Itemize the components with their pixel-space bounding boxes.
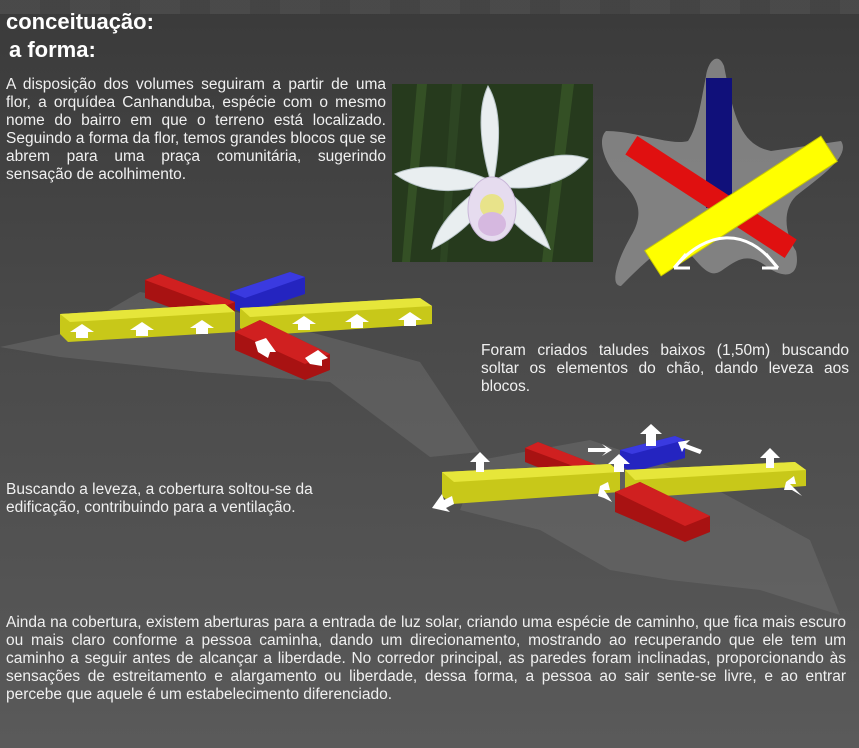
volumes-diagram-taludes bbox=[0, 272, 480, 457]
title-line-2: a forma: bbox=[9, 37, 96, 62]
intro-paragraph: A disposição dos volumes seguiram a part… bbox=[6, 76, 386, 183]
volumes-diagram-cobertura bbox=[432, 424, 840, 615]
ventilation-arrow-icons bbox=[432, 424, 802, 512]
diagram-yellow-block bbox=[644, 135, 838, 277]
flower-form-diagram bbox=[601, 58, 843, 286]
orchid-photo bbox=[392, 84, 593, 262]
top-decorative-band bbox=[0, 0, 859, 14]
arc-arrow-left-icon bbox=[672, 253, 690, 270]
orchid-illustration bbox=[392, 84, 593, 262]
arc-arrow-right-icon bbox=[762, 253, 780, 270]
page-title: conceituação: a forma: bbox=[6, 8, 154, 64]
title-line-1: conceituação: bbox=[6, 9, 154, 34]
taludes-paragraph: Foram criados taludes baixos (1,50m) bus… bbox=[481, 342, 849, 395]
blue-block-2 bbox=[620, 436, 685, 472]
up-arrow-icons bbox=[70, 312, 422, 366]
cobertura-paragraph: Buscando a leveza, a cobertura soltou-se… bbox=[6, 481, 313, 516]
aberturas-paragraph: Ainda na cobertura, existem aberturas pa… bbox=[6, 614, 846, 703]
diagram-red-block bbox=[625, 136, 797, 258]
